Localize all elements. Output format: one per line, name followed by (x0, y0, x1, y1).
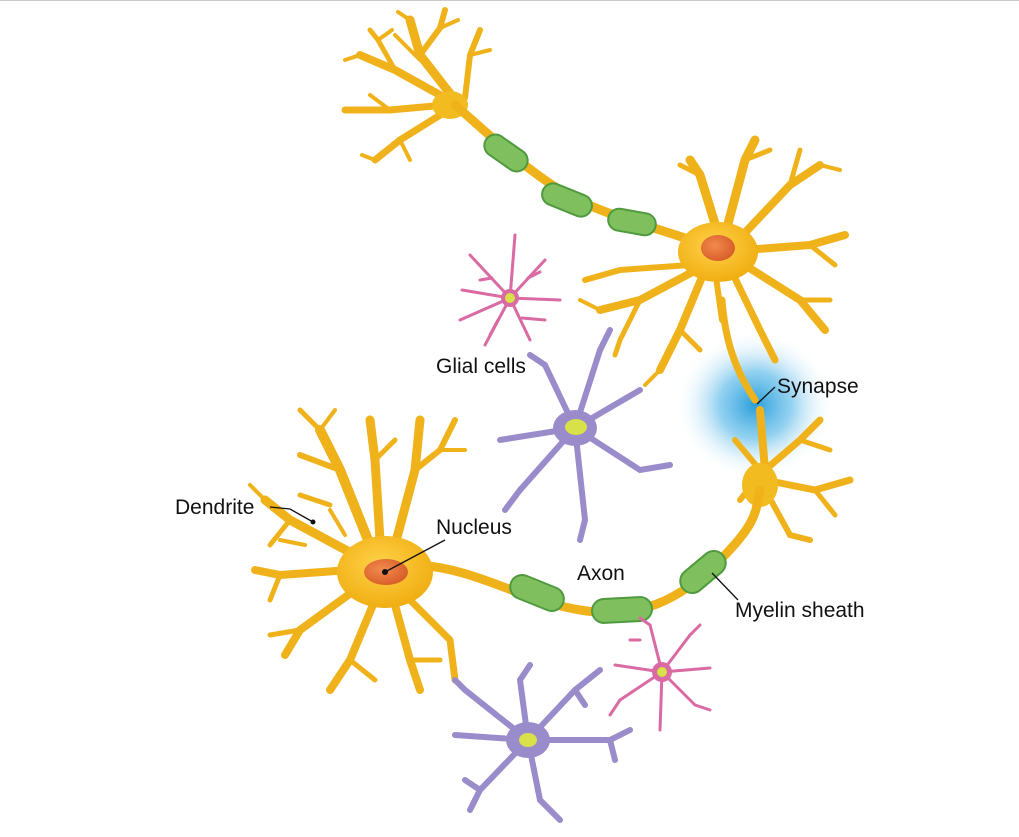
bottom-myelin-segments (509, 550, 727, 624)
leader-nucleus (384, 539, 446, 573)
bottom-myelin-segment (509, 574, 565, 612)
label-myelin-sheath: Myelin sheath (735, 599, 865, 622)
label-synapse: Synapse (777, 375, 859, 398)
glial-cell-purple-middle-nucleus (565, 419, 587, 435)
bottom-neuron-dendrites (248, 407, 467, 694)
label-axon: Axon (577, 562, 625, 585)
leader-myelin-sheath (711, 572, 739, 601)
bottom-myelin-segment (591, 596, 653, 624)
top-neuron-nucleus (701, 235, 735, 261)
top-neuron-dendrites-left (341, 7, 492, 164)
label-glial-cells: Glial cells (436, 355, 526, 378)
glial-cell-pink-bottom (608, 616, 712, 732)
leader-dendrite (269, 506, 314, 523)
top-myelin-segment (483, 133, 529, 173)
top-axon (450, 100, 710, 250)
top-myelin-segment (607, 207, 657, 237)
top-myelin-segments (483, 133, 657, 237)
label-nucleus: Nucleus (436, 516, 512, 539)
glial-cell-pink-top (458, 233, 562, 347)
synapse-dendrite-base (742, 463, 778, 507)
leader-dendrite-dot (310, 519, 316, 525)
bottom-neuron (248, 407, 765, 694)
leader-nucleus-dot (382, 569, 388, 575)
top-myelin-segment (541, 182, 593, 218)
glial-cell-pink-top-nucleus (505, 293, 515, 303)
glial-cell-purple-bottom (452, 662, 633, 823)
glial-cell-pink-bottom-nucleus (657, 667, 667, 677)
glial-cell-purple-bottom-nucleus (519, 733, 537, 747)
top-neuron-axon-terminal (718, 296, 759, 404)
bottom-myelin-segment (679, 550, 727, 594)
label-dendrite: Dendrite (175, 496, 254, 519)
synapse-glow (675, 330, 835, 480)
top-divider (0, 0, 1019, 1)
leader-synapse (756, 386, 776, 405)
glial-cell-purple-middle (497, 327, 673, 543)
